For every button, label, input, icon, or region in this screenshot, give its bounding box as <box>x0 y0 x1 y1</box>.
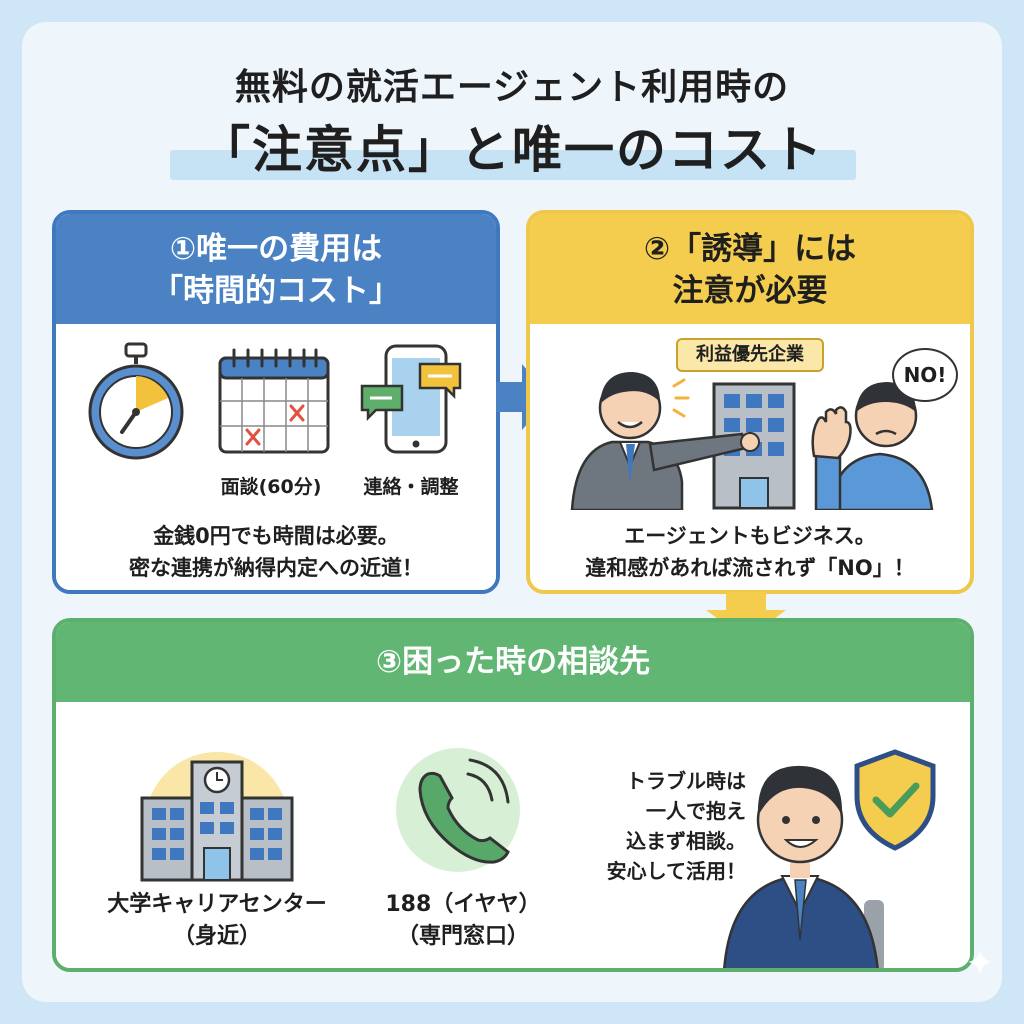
panel-guidance-message-line2: 違和感があれば流されず「NO」！ <box>585 556 915 580</box>
panel-time-cost-header-line1: ①唯一の費用は <box>169 231 383 267</box>
sparkle-icon <box>968 950 992 974</box>
panel-time-cost-message-line1: 金銭0円でも時間は必要。 <box>153 524 399 548</box>
panel-time-cost-header: ①唯一の費用は 「時間的コスト」 <box>56 214 496 324</box>
agent-pointing-figure <box>570 372 760 510</box>
stopwatch-icon <box>88 342 184 460</box>
panel-guidance-caution: ②「誘導」には 注意が必要 <box>526 210 974 594</box>
student-refusing-figure <box>811 382 934 510</box>
label-university-career-center: 大学キャリアセンター <box>107 892 327 917</box>
advice-line: トラブル時は <box>626 769 746 793</box>
advice-line: 込まず相談。 <box>626 829 746 853</box>
panel-guidance-body: 利益優先企業 NO! エージェントもビジネス。 違和感があれば流されず「NO」！ <box>530 324 970 590</box>
calendar-icon <box>218 348 330 454</box>
label-hotline-188: 188（イヤヤ） <box>385 892 541 917</box>
advice-text: トラブル時は 一人で抱え 込まず相談。 安心して活用！ <box>586 766 746 886</box>
label-interview: 面談(60分) <box>220 476 322 498</box>
advice-line: 安心して活用！ <box>606 859 746 883</box>
panel-consultation-header: ③困った時の相談先 <box>56 622 970 702</box>
panel-time-cost-message-line2: 密な連携が納得内定への近道！ <box>129 556 423 580</box>
title-line2: 「注意点」と唯一のコスト <box>200 121 824 179</box>
panel-time-cost: ①唯一の費用は 「時間的コスト」 <box>52 210 500 594</box>
panel-guidance-message-line1: エージェントもビジネス。 <box>624 524 876 548</box>
label-hotline-window: （専門窓口） <box>396 924 529 949</box>
panel-consultation-body: 大学キャリアセンター （身近） 188（イヤヤ） （専門窓口） トラブル時は 一… <box>56 702 970 968</box>
panel-guidance-header: ②「誘導」には 注意が必要 <box>530 214 970 324</box>
panel-time-cost-header-line2: 「時間的コスト」 <box>152 273 400 309</box>
advice-line: 一人で抱え <box>646 799 746 823</box>
smiling-businessman-figure <box>723 765 884 968</box>
label-university-nearby: （身近） <box>172 924 261 949</box>
panel-time-cost-body: 面談(60分) 連絡・調整 金銭0円でも時間は必要。 密な連携が納得内定への近道… <box>56 324 496 590</box>
label-contact: 連絡・調整 <box>363 476 459 498</box>
arrow-right-icon <box>496 364 550 430</box>
shield-check-icon <box>854 749 936 851</box>
panel-guidance-header-line1: ②「誘導」には <box>643 231 857 267</box>
no-speech-bubble: NO! <box>892 348 958 402</box>
title-highlight <box>170 150 856 180</box>
smartphone-chat-icon <box>360 344 462 454</box>
panel-consultation: ③困った時の相談先 <box>52 618 974 972</box>
panel-guidance-header-line2: 注意が必要 <box>672 273 828 309</box>
university-building-icon <box>140 751 294 882</box>
arrow-down-icon <box>706 592 786 640</box>
title-line1: 無料の就活エージェント利用時の <box>234 67 790 108</box>
phone-icon <box>396 748 520 872</box>
company-sign: 利益優先企業 <box>676 338 824 372</box>
